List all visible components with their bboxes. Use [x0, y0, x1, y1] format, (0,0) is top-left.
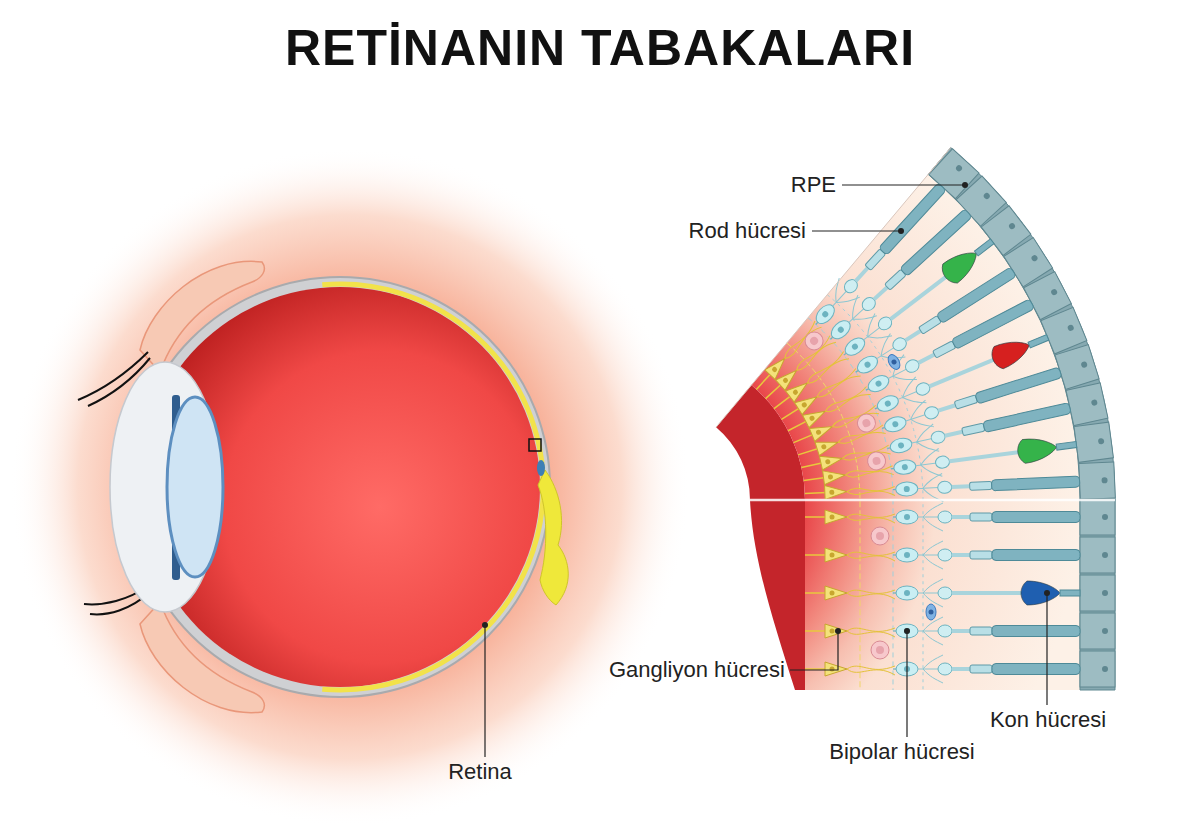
column	[805, 537, 1115, 573]
sclera	[130, 277, 550, 697]
optic-disc	[537, 460, 545, 476]
column	[793, 345, 1099, 473]
leader-line	[842, 184, 965, 185]
leader-line	[906, 631, 907, 737]
optic-nerve	[538, 470, 568, 605]
leader-line	[484, 625, 485, 757]
leader-line	[790, 631, 838, 670]
part-label: Kon hücresi	[990, 707, 1106, 733]
column	[805, 613, 1115, 649]
leader-dot	[898, 228, 904, 234]
extra-cell	[866, 451, 887, 472]
leader-dot	[1044, 590, 1050, 596]
leader-dot	[962, 182, 968, 188]
leader-dot	[482, 622, 488, 628]
extra-cell	[855, 412, 878, 435]
extra-cell	[871, 641, 889, 659]
extra-cell	[871, 527, 889, 545]
extra-cell	[926, 604, 936, 620]
part-label: Gangliyon hücresi	[609, 657, 785, 683]
extra-cell	[801, 328, 826, 353]
leader-dot	[904, 628, 910, 634]
column	[798, 383, 1108, 485]
zoom-marker	[529, 439, 541, 451]
column	[805, 575, 1115, 611]
part-label: Rod hücresi	[689, 218, 806, 244]
section-edge	[716, 148, 951, 428]
column	[801, 422, 1113, 498]
leader-line	[812, 230, 901, 231]
extra-cell	[886, 353, 903, 372]
column	[805, 651, 1115, 687]
part-label: RPE	[791, 172, 836, 198]
synapse-net	[808, 318, 893, 690]
part-label: Retina	[448, 759, 512, 785]
lens	[167, 397, 223, 577]
neural-layers	[751, 174, 1080, 690]
glow	[10, 147, 690, 826]
section-divider	[750, 499, 1115, 502]
column	[805, 499, 1115, 535]
column	[804, 462, 1115, 511]
vitreous	[140, 287, 540, 687]
column	[772, 238, 1053, 435]
part-label: Bipolar hücresi	[829, 739, 975, 765]
leader-dot	[835, 628, 841, 634]
retina-layer	[322, 284, 543, 690]
diagram-title: RETİNANIN TABAKALARI	[0, 20, 1200, 76]
leader-line	[1046, 593, 1047, 705]
column	[780, 272, 1072, 447]
